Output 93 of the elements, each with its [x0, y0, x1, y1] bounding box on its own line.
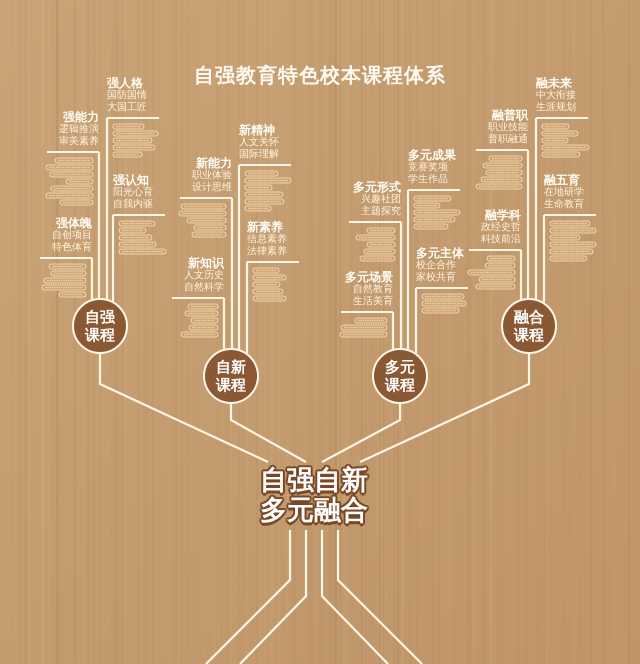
category-subtitle: 信息素养 — [247, 234, 287, 246]
category-title: 新精神 — [239, 123, 275, 137]
category-node — [469, 208, 521, 251]
category-title: 融普职 — [492, 108, 528, 122]
category-title: 强认知 — [113, 173, 149, 187]
connector-line — [320, 530, 389, 664]
central-motto: 自强自新多元融合 — [254, 462, 374, 530]
category-subtitle: 兴趣社团 — [361, 194, 401, 206]
category-title: 多元场景 — [345, 270, 393, 284]
category-node — [47, 110, 99, 153]
category-subtitle: 阳光心育 — [113, 187, 153, 198]
category-subtitle: 学生作品 — [408, 174, 448, 186]
connector-line — [534, 118, 538, 299]
category-subtitle: 人文历史 — [184, 270, 224, 282]
connector-line — [98, 152, 100, 298]
category-node — [341, 270, 393, 313]
category-node — [349, 180, 401, 223]
category-subtitle: 自创项目 — [52, 230, 92, 242]
category-title: 融未来 — [536, 76, 572, 90]
category-node — [172, 256, 224, 299]
category-subtitle: 设计思维 — [192, 182, 232, 194]
connector-line — [414, 288, 418, 354]
category-subtitle: 特色体育 — [52, 242, 92, 254]
category-title: 强人格 — [107, 76, 143, 90]
category-title: 强体魄 — [56, 216, 92, 230]
category-node — [408, 148, 460, 191]
category-title: 融学科 — [485, 208, 521, 222]
category-subtitle: 竞赛奖项 — [408, 162, 448, 174]
connector-line — [106, 118, 108, 299]
category-subtitle: 自然教育 — [353, 284, 393, 296]
category-title: 新知识 — [188, 256, 224, 270]
category-title: 新能力 — [196, 156, 232, 170]
category-subtitle: 职业技能 — [488, 122, 528, 134]
category-node — [239, 123, 291, 166]
category-node — [536, 76, 588, 119]
category-node — [544, 173, 596, 216]
connector-line — [520, 250, 522, 300]
category-node — [180, 156, 232, 199]
category-node — [40, 216, 92, 259]
connector-line — [360, 354, 530, 463]
connector-line — [246, 262, 248, 354]
connector-line — [526, 150, 530, 298]
category-subtitle: 普职融通 — [488, 134, 528, 146]
connector-line — [392, 312, 394, 349]
connector-line — [406, 190, 410, 350]
course-name: 自强课程 — [84, 308, 116, 344]
category-subtitle: 政经史哲 — [481, 222, 521, 234]
connector-line — [222, 298, 226, 349]
category-subtitle: 中大衔接 — [536, 90, 576, 102]
category-node — [107, 76, 159, 119]
category-title: 多元形式 — [353, 180, 401, 194]
category-subtitle: 科技前沿 — [481, 234, 521, 246]
connector-line — [230, 198, 234, 348]
category-subtitle: 生命教育 — [544, 199, 584, 211]
category-node — [113, 173, 165, 216]
connector-line — [542, 215, 546, 302]
course-name: 自新课程 — [215, 358, 247, 394]
category-subtitle: 逻辑推演 — [59, 124, 99, 136]
connector-line — [238, 165, 240, 350]
category-subtitle: 人文关怀 — [239, 137, 279, 149]
category-title: 强能力 — [63, 110, 99, 124]
connector-line — [112, 215, 114, 302]
category-node — [247, 220, 299, 263]
category-subtitle: 自然科学 — [184, 282, 224, 294]
category-subtitle: 职业体验 — [192, 170, 232, 182]
connector-line — [98, 354, 268, 463]
category-title: 多元成果 — [408, 148, 456, 162]
category-title: 融五育 — [544, 173, 580, 187]
connector-line — [230, 404, 307, 463]
category-subtitle: 生涯规划 — [536, 102, 576, 114]
category-node — [476, 108, 528, 151]
course-name: 多元课程 — [384, 358, 416, 394]
category-subtitle: 大国工匠 — [107, 102, 147, 114]
category-subtitle: 国际理解 — [239, 149, 279, 161]
category-subtitle: 校企合作 — [416, 260, 456, 272]
connector-line — [321, 404, 402, 463]
category-subtitle: 家校共育 — [416, 272, 456, 284]
category-subtitle: 自我内驱 — [113, 199, 153, 211]
diagram-title: 自强教育特色校本课程体系 — [194, 62, 446, 88]
category-subtitle: 审美素养 — [59, 136, 99, 148]
connector-line — [90, 258, 94, 300]
connector-line — [400, 222, 402, 348]
course-name: 融合课程 — [513, 308, 545, 344]
connector-line — [205, 530, 292, 664]
connector-line — [336, 530, 423, 664]
category-subtitle: 国防国情 — [107, 90, 147, 102]
category-subtitle: 在地研学 — [544, 187, 584, 198]
category-subtitle: 主题探究 — [361, 206, 401, 218]
category-title: 新素养 — [247, 220, 283, 234]
category-node — [416, 246, 468, 289]
category-title: 多元主体 — [416, 246, 464, 260]
category-subtitle: 法律素养 — [247, 246, 287, 258]
category-subtitle: 生活美育 — [353, 296, 393, 308]
